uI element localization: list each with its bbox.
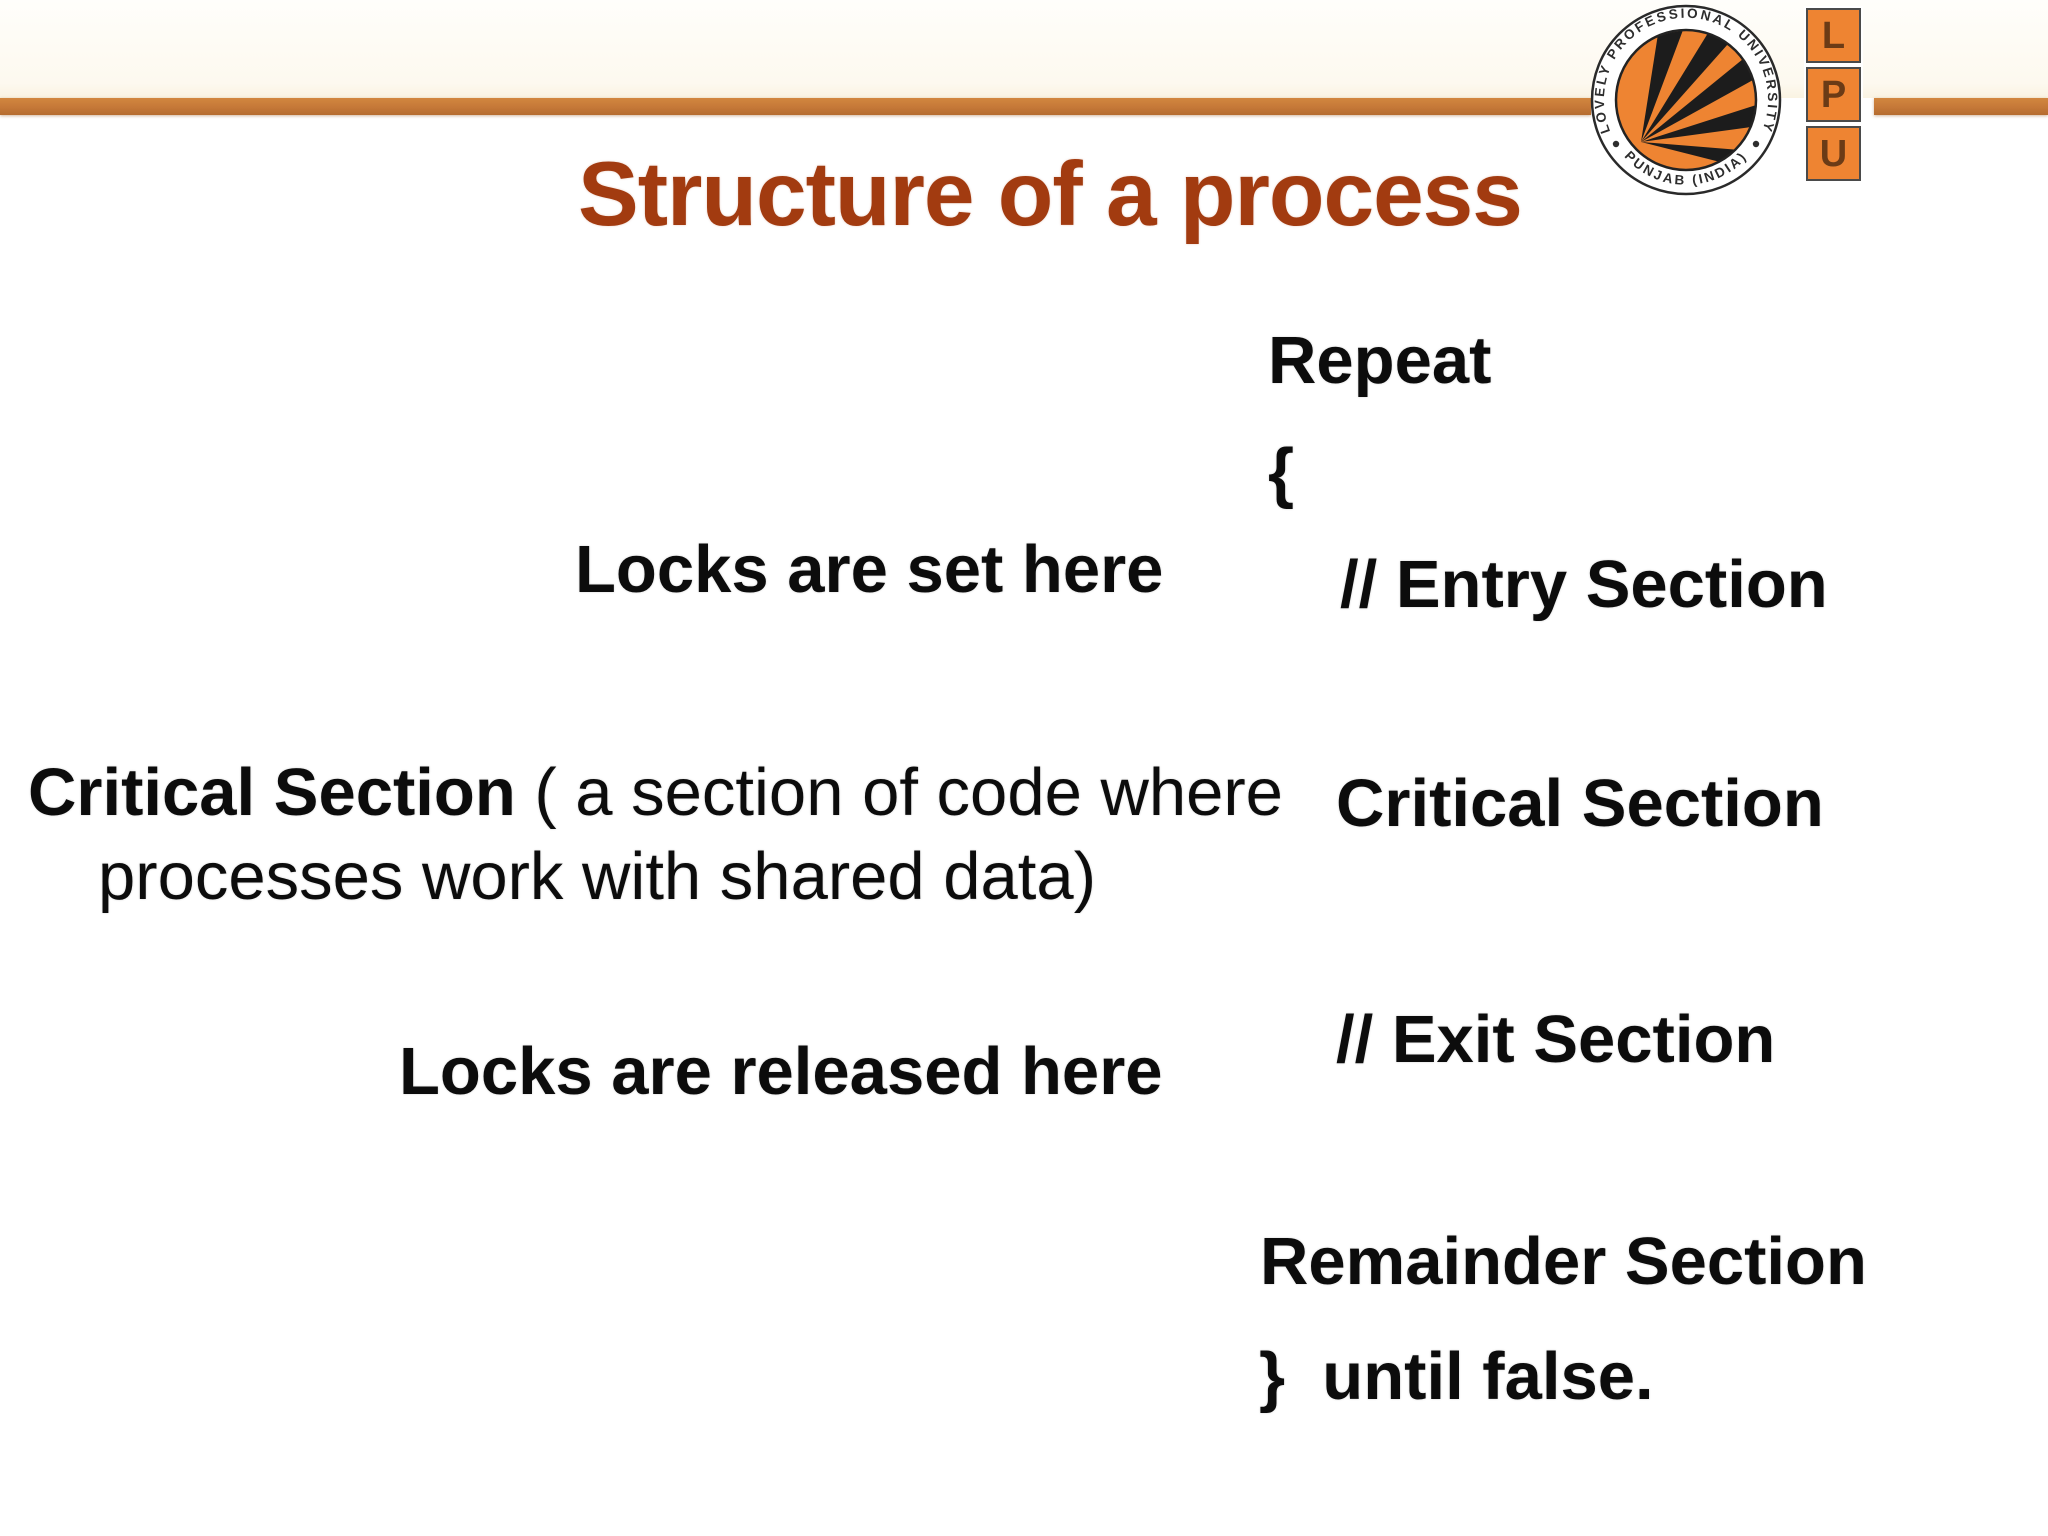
code-remainder-section: Remainder Section (1260, 1224, 1867, 1299)
seal-right-dot (1752, 140, 1760, 148)
code-open-brace: { (1268, 435, 1295, 510)
critical-section-definition: Critical Section ( a section of code whe… (28, 751, 1288, 919)
critical-section-description: ( a section of code where processes work… (98, 755, 1283, 914)
code-entry-section: // Entry Section (1340, 547, 1828, 622)
lpu-square-l: L (1806, 8, 1861, 63)
lpu-seal-logo: LOVELY PROFESSIONAL UNIVERSITY PUNJAB (I… (1590, 4, 1782, 196)
code-exit-section: // Exit Section (1336, 1002, 1776, 1077)
header-accent-line-left (0, 98, 1591, 115)
label-locks-released: Locks are released here (399, 1034, 1163, 1109)
critical-section-term: Critical Section (28, 755, 516, 830)
header-accent-line-right (1874, 98, 2048, 115)
seal-fan-rays (1641, 31, 1755, 163)
code-critical-section: Critical Section (1336, 766, 1824, 841)
label-locks-set: Locks are set here (575, 532, 1164, 607)
lpu-square-p: P (1806, 67, 1861, 122)
code-until-false: } until false. (1259, 1339, 1654, 1414)
lpu-square-u: U (1806, 126, 1861, 181)
slide-title: Structure of a process (578, 144, 1523, 245)
lpu-letter-squares: L P U (1806, 8, 1865, 185)
code-repeat: Repeat (1268, 323, 1492, 398)
seal-left-dot (1612, 140, 1620, 148)
